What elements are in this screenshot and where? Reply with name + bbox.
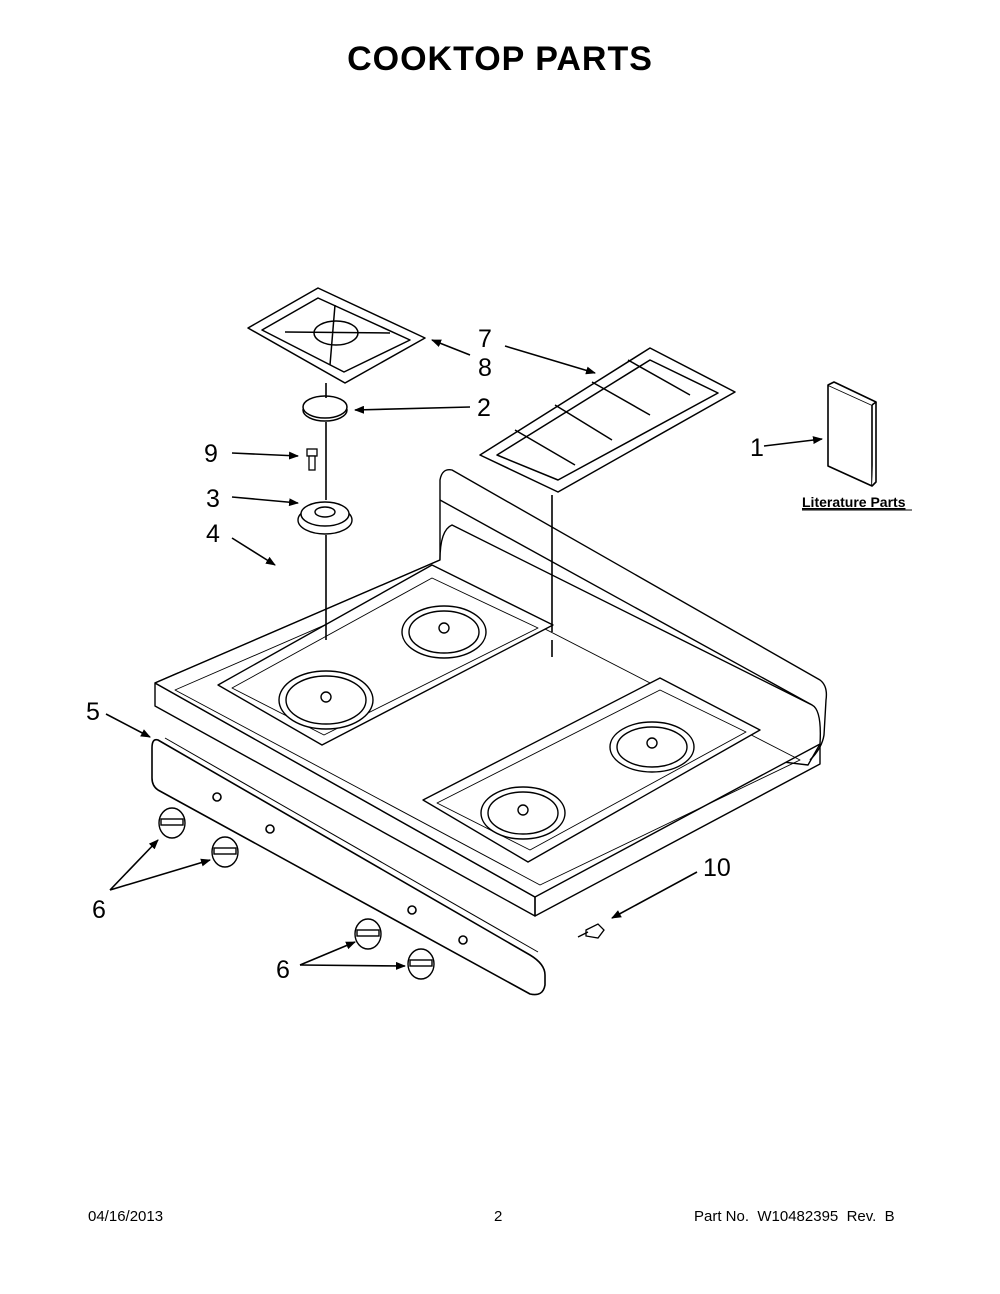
leader-arrows (105, 339, 823, 970)
cooktop-body (154, 469, 828, 917)
literature-booklet-part (827, 381, 877, 487)
callout-8: 8 (478, 354, 492, 382)
burner-cap-part (302, 395, 348, 422)
callout-4: 4 (206, 520, 220, 548)
leader-line-10-tail (577, 931, 589, 938)
knob-parts (158, 807, 435, 980)
literature-parts-label: Literature Parts (802, 494, 906, 510)
callout-9: 9 (204, 440, 218, 468)
callout-6b: 6 (276, 956, 290, 984)
burner-head-part (297, 501, 353, 535)
footer-date: 04/16/2013 (88, 1208, 164, 1225)
assembly-lines (325, 383, 553, 657)
callout-7: 7 (478, 325, 492, 353)
callout-3: 3 (206, 485, 220, 513)
screw-part-10 (585, 923, 605, 939)
callout-2: 2 (477, 394, 491, 422)
callout-10: 10 (703, 854, 731, 882)
control-panel-part (151, 737, 546, 996)
footer-part-number: Part No. W10482395 Rev. B (694, 1208, 895, 1225)
double-grate-part (479, 347, 736, 493)
footer-page-number: 2 (494, 1208, 503, 1225)
callout-5: 5 (86, 698, 100, 726)
page-title: COOKTOP PARTS (347, 40, 653, 78)
screw-part (306, 448, 318, 471)
callout-1: 1 (750, 434, 764, 462)
callout-6a: 6 (92, 896, 106, 924)
single-grate-part (247, 287, 426, 384)
